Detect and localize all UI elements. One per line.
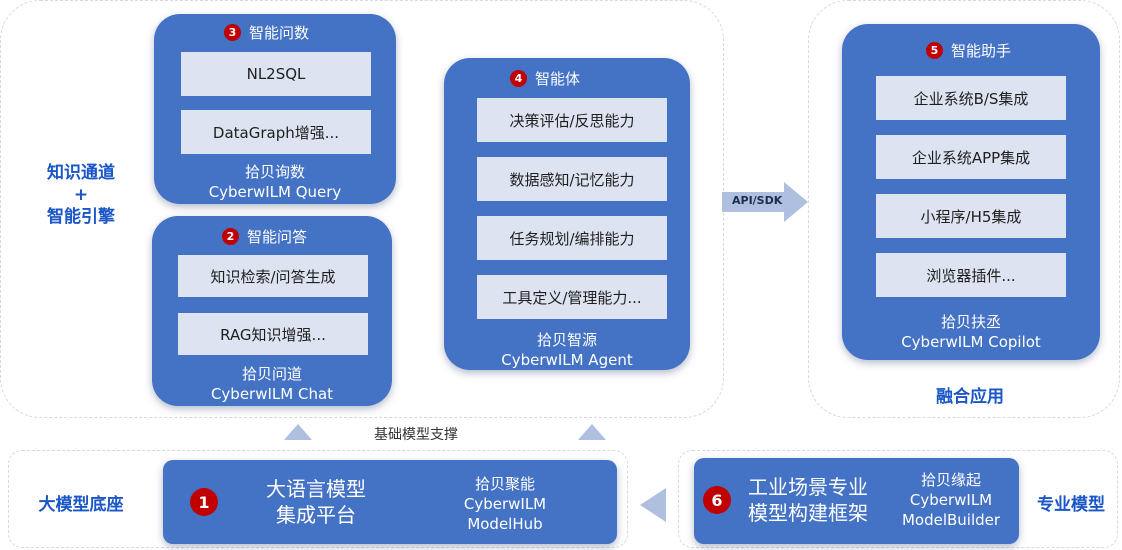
number-badge-2: 2 bbox=[222, 228, 239, 245]
copilot-footer: 拾贝扶丞 CyberwILM Copilot bbox=[901, 313, 1041, 351]
number-badge-1: 1 bbox=[190, 488, 218, 516]
special-model-label: 专业模型 bbox=[1037, 495, 1105, 515]
number-badge-5: 5 bbox=[926, 42, 943, 59]
agent-item-perception: 数据感知/记忆能力 bbox=[477, 157, 667, 201]
number-badge-6: 6 bbox=[703, 486, 731, 514]
copilot-title: 5 智能助手 bbox=[926, 40, 1011, 61]
number-badge-3: 3 bbox=[224, 24, 241, 41]
agent-item-planning: 任务规划/编排能力 bbox=[477, 216, 667, 260]
chat-card bbox=[152, 216, 392, 406]
builder-to-hub-arrow bbox=[640, 488, 666, 522]
copilot-item-app: 企业系统APP集成 bbox=[876, 135, 1066, 179]
support-arrow-left bbox=[284, 424, 312, 440]
api-label: API/SDK bbox=[732, 194, 783, 207]
copilot-card bbox=[842, 24, 1100, 360]
chat-item-retrieval: 知识检索/问答生成 bbox=[178, 255, 368, 297]
base-model-label: 大模型底座 bbox=[38, 495, 124, 515]
chat-item-rag: RAG知识增强... bbox=[178, 313, 368, 355]
builder-card bbox=[694, 458, 1019, 544]
agent-item-decision: 决策评估/反思能力 bbox=[477, 98, 667, 142]
query-item-nl2sql: NL2SQL bbox=[181, 52, 371, 96]
api-arrow bbox=[722, 182, 808, 222]
special-model-group bbox=[678, 450, 1118, 548]
query-footer: 拾贝询数 CyberwILM Query bbox=[208, 163, 342, 201]
support-label: 基础模型支撑 bbox=[374, 427, 458, 443]
knowledge-engine-label: 知识通道 + 智能引擎 bbox=[47, 163, 115, 227]
number-badge-4: 4 bbox=[510, 70, 527, 87]
chat-footer: 拾贝问道 CyberwILM Chat bbox=[210, 365, 334, 403]
copilot-item-browser: 浏览器插件... bbox=[876, 253, 1066, 297]
copilot-item-h5: 小程序/H5集成 bbox=[876, 194, 1066, 238]
hub-card bbox=[163, 460, 617, 544]
hub-name: 拾贝聚能 CyberwILM ModelHub bbox=[463, 475, 547, 533]
base-model-group bbox=[8, 450, 628, 548]
agent-title: 4 智能体 bbox=[510, 68, 580, 89]
hub-title: 大语言模型 集成平台 bbox=[266, 477, 366, 527]
query-item-datagraph: DataGraph增强... bbox=[181, 110, 371, 154]
application-label: 融合应用 bbox=[936, 387, 1004, 407]
builder-title: 工业场景专业 模型构建框架 bbox=[748, 475, 868, 525]
copilot-item-bs: 企业系统B/S集成 bbox=[876, 76, 1066, 120]
query-card bbox=[154, 14, 396, 204]
builder-name: 拾贝缘起 CyberwILM ModelBuilder bbox=[901, 471, 1001, 529]
agent-item-tools: 工具定义/管理能力... bbox=[477, 275, 667, 319]
application-group bbox=[808, 0, 1120, 418]
agent-footer: 拾贝智源 CyberwILM Agent bbox=[501, 331, 633, 369]
chat-title: 2 智能问答 bbox=[222, 226, 307, 247]
support-arrow-right bbox=[578, 424, 606, 440]
query-title: 3 智能问数 bbox=[224, 22, 309, 43]
